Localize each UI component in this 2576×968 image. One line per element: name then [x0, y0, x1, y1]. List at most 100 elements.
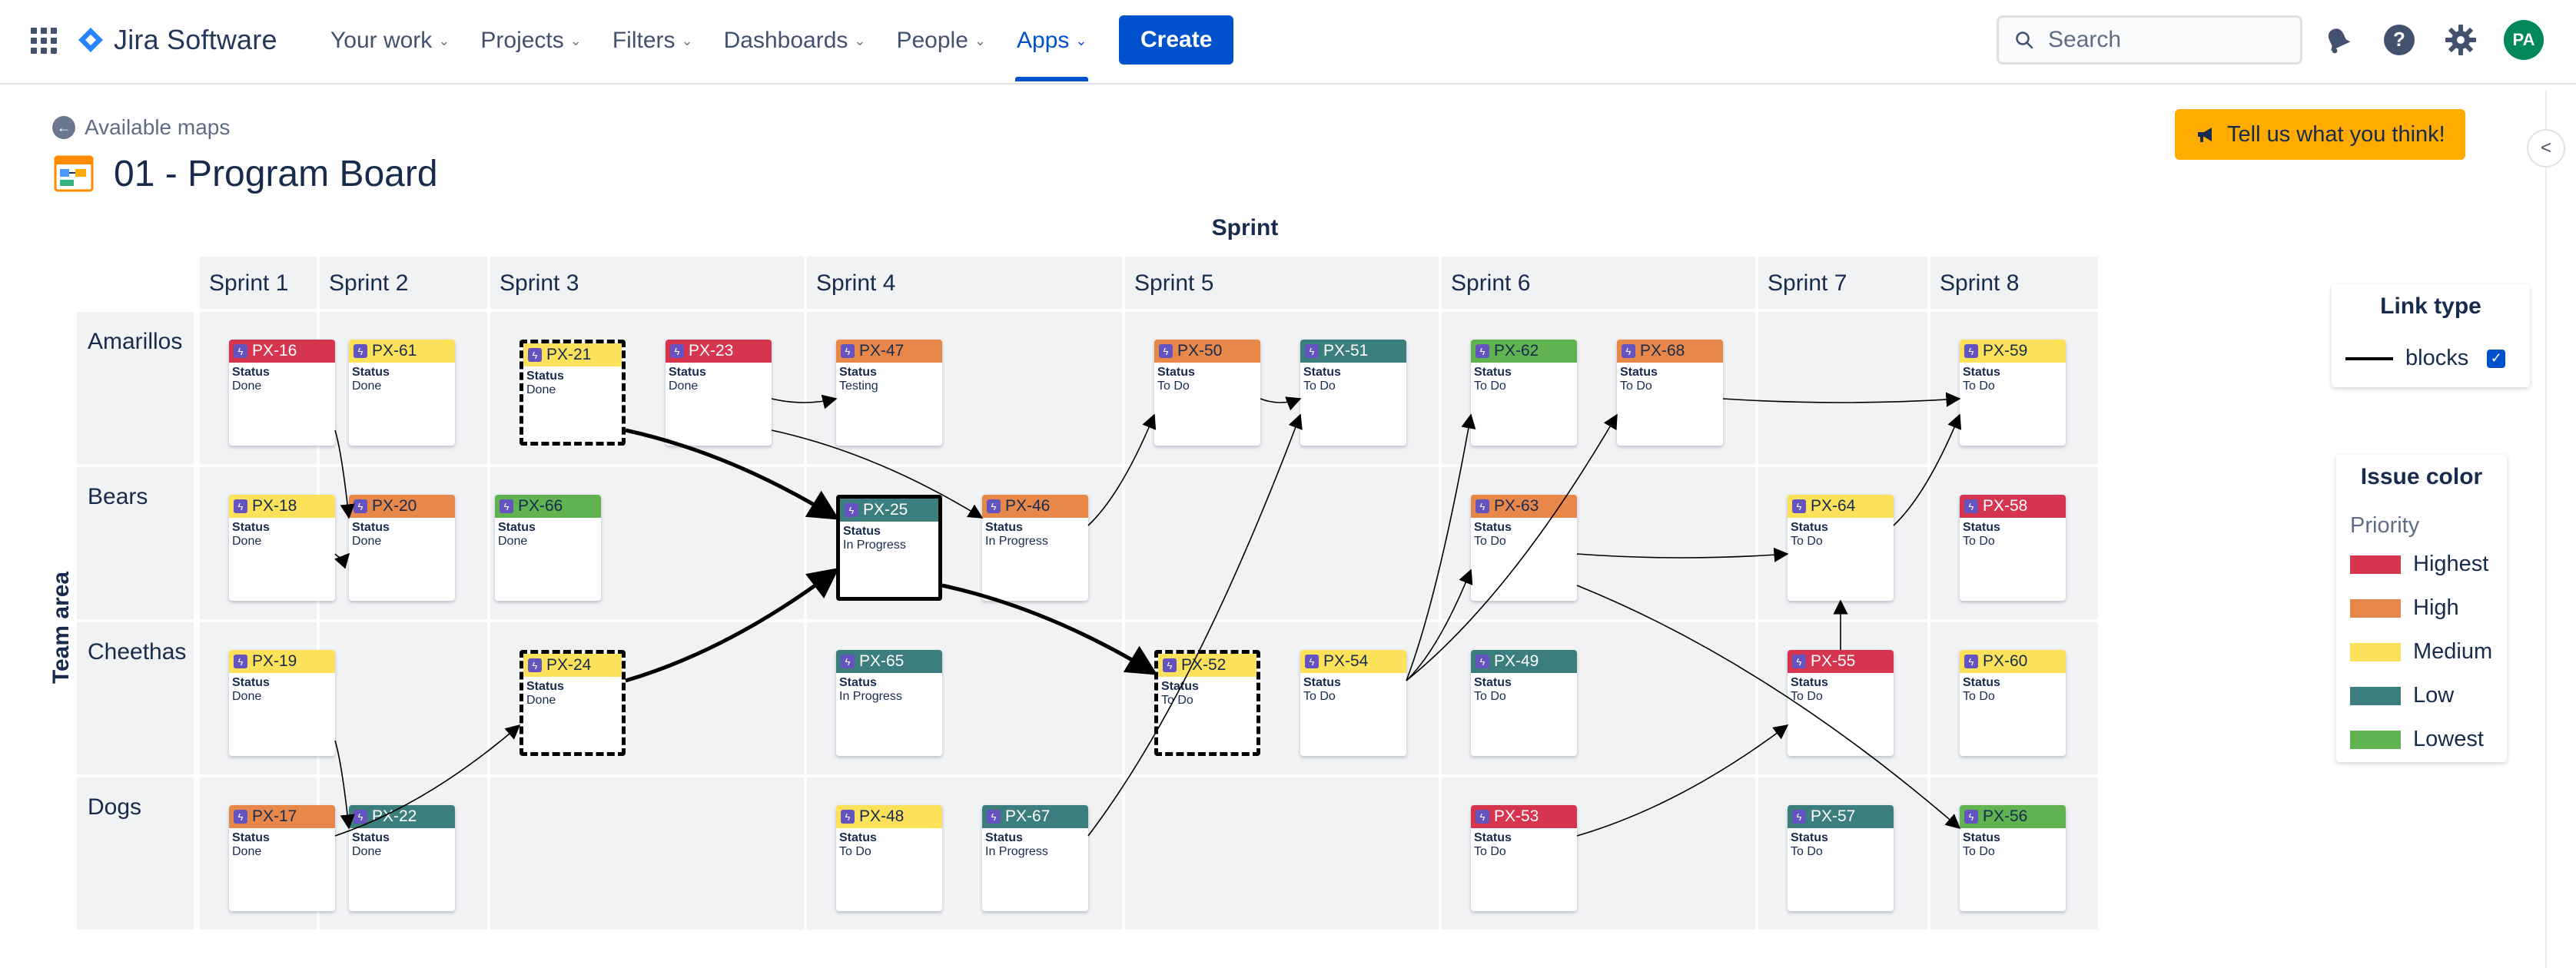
status-label: Status	[352, 521, 390, 534]
menu-filters[interactable]: Filters⌄	[597, 0, 709, 81]
column-header: Sprint 1	[209, 270, 289, 296]
link-legend-title: Link type	[2380, 293, 2481, 319]
status-label: Status	[1620, 366, 1658, 379]
status-label: Status	[1963, 521, 2000, 534]
priority-legend-item: Low	[2350, 683, 2454, 708]
issue-key: PX-66	[518, 497, 563, 515]
issue-type-icon: ϟ	[234, 655, 247, 668]
menu-dashboards[interactable]: Dashboards⌄	[709, 0, 881, 81]
menu-projects[interactable]: Projects⌄	[465, 0, 596, 81]
feedback-button[interactable]: Tell us what you think!	[2175, 109, 2465, 160]
issue-type-icon: ϟ	[354, 810, 367, 824]
create-button[interactable]: Create	[1119, 15, 1234, 65]
app-switcher-icon[interactable]	[28, 25, 60, 57]
menu-label: Dashboards	[723, 28, 848, 53]
priority-color-swatch	[2350, 598, 2401, 618]
blocks-checkbox[interactable]: ✓	[2487, 349, 2506, 368]
issue-key: PX-56	[1983, 807, 2028, 825]
link-type-legend: Link type blocks ✓	[2332, 284, 2530, 387]
issue-key: PX-68	[1640, 342, 1685, 360]
issue-type-icon: ϟ	[234, 810, 247, 824]
issue-key: PX-47	[859, 342, 905, 360]
status-label: Status	[1791, 676, 1828, 689]
menu-people[interactable]: People⌄	[881, 0, 1001, 81]
side-panel-divider	[2545, 91, 2547, 968]
status-value: To Do	[1474, 380, 1506, 393]
user-avatar[interactable]: PA	[2504, 20, 2544, 60]
menu-label: Filters	[612, 28, 676, 53]
issue-key: PX-62	[1494, 342, 1539, 360]
status-label: Status	[1791, 831, 1828, 844]
priority-legend-item: Lowest	[2350, 727, 2484, 752]
issue-key: PX-21	[546, 346, 592, 363]
page-title: 01 - Program Board	[114, 153, 438, 194]
issue-key: PX-61	[372, 342, 417, 360]
search-input[interactable]	[2047, 26, 2280, 54]
issue-type-icon: ϟ	[845, 503, 858, 517]
settings-gear-icon[interactable]	[2439, 18, 2482, 61]
jira-logo[interactable]: Jira Software	[77, 20, 277, 60]
row-header: Dogs	[88, 794, 142, 820]
issue-type-icon: ϟ	[841, 344, 855, 358]
issue-type-icon: ϟ	[1964, 344, 1978, 358]
issue-type-icon: ϟ	[500, 499, 513, 513]
menu-label: People	[896, 28, 968, 53]
menu-your-work[interactable]: Your work⌄	[315, 0, 465, 81]
collapse-panel-button[interactable]: <	[2527, 129, 2565, 167]
search-box[interactable]	[1997, 15, 2302, 65]
issue-key: PX-46	[1005, 497, 1051, 515]
menu-apps[interactable]: Apps⌄	[1001, 0, 1102, 81]
notifications-icon[interactable]	[2316, 18, 2359, 61]
help-icon[interactable]: ?	[2378, 18, 2421, 61]
issue-type-icon: ϟ	[1476, 499, 1489, 513]
available-maps-link[interactable]: ← Available maps	[52, 115, 230, 140]
